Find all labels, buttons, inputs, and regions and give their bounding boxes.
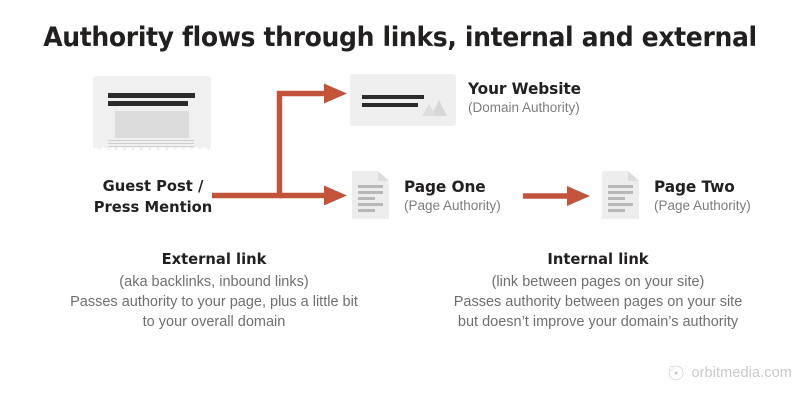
external-caption-line3: to your overall domain — [142, 314, 286, 330]
article-document-icon — [91, 76, 215, 159]
guest-post-label-line1: Guest Post / — [102, 177, 204, 195]
document-text-line — [108, 140, 194, 141]
page-document-icon — [352, 171, 389, 219]
website-label: Your Website (Domain Authority) — [468, 79, 586, 115]
page-title: Authority flows through links, internal … — [43, 22, 757, 53]
page-document-icon — [602, 171, 639, 219]
internal-caption-title: Internal link — [547, 250, 649, 268]
document-subheadline-bar — [108, 101, 188, 106]
external-caption-line1: (aka backlinks, inbound links) — [119, 274, 309, 290]
external-caption-line2: Passes authority to your page, plus a li… — [70, 294, 358, 310]
website-subtitle: (Domain Authority) — [468, 100, 580, 115]
page-one-label: Page One (Page Authority) — [404, 177, 501, 213]
website-headline-bar — [362, 95, 424, 99]
internal-link-caption: Internal link (link between pages on you… — [398, 250, 798, 332]
page-one-subtitle: (Page Authority) — [404, 198, 501, 213]
guest-post-label-line2: Press Mention — [93, 198, 213, 216]
orbit-circle-icon — [668, 365, 684, 381]
external-caption-title: External link — [161, 250, 267, 268]
mountain-image-icon — [422, 100, 447, 116]
orbitmedia-logo[interactable]: orbitmedia.com — [668, 357, 792, 389]
page-two-title: Page Two — [654, 177, 735, 196]
branching-arrow-icon — [212, 83, 347, 205]
internal-caption-line3: but doesn’t improve your domain’s author… — [457, 314, 739, 330]
website-subheadline-bar — [362, 103, 418, 107]
website-card-icon — [350, 74, 456, 126]
document-headline-bar — [108, 93, 195, 98]
website-title: Your Website — [468, 79, 581, 98]
page-two-subtitle: (Page Authority) — [654, 198, 751, 213]
page-two-label: Page Two (Page Authority) — [654, 177, 751, 213]
document-text-line — [108, 146, 194, 147]
document-text-line — [108, 143, 194, 144]
logo-text: orbitmedia.com — [691, 365, 792, 381]
external-link-caption: External link (aka backlinks, inbound li… — [14, 250, 414, 332]
right-arrow-icon — [523, 186, 590, 206]
guest-post-label: Guest Post / Press Mention — [58, 176, 248, 218]
document-image-block — [115, 111, 189, 138]
internal-caption-line1: (link between pages on your site) — [491, 274, 705, 290]
page-one-title: Page One — [404, 177, 486, 196]
internal-caption-line2: Passes authority between pages on your s… — [453, 294, 743, 310]
document-torn-edge — [91, 147, 215, 159]
